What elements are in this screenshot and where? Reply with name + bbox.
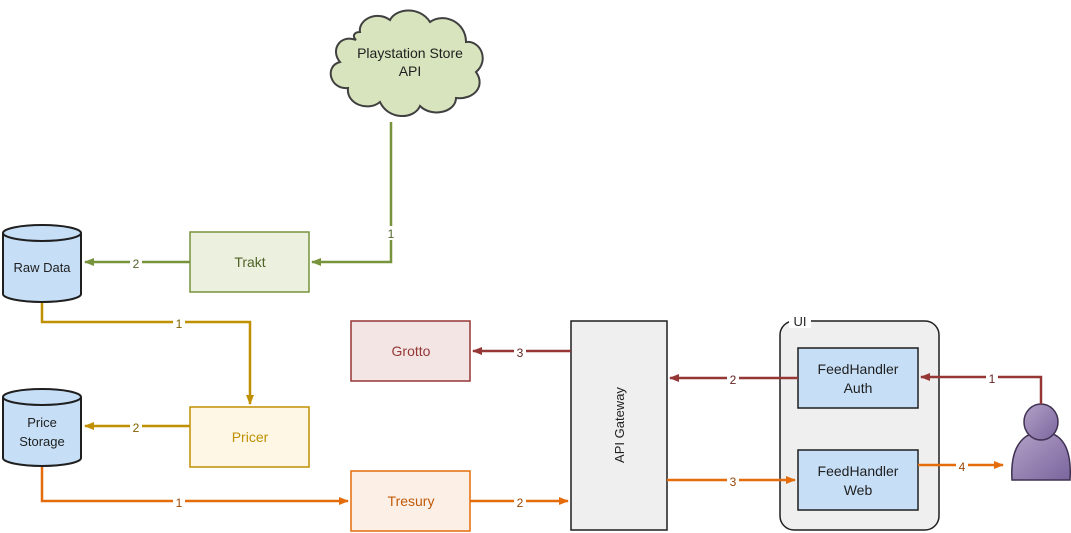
edge-label: 1 <box>388 227 395 241</box>
feedhandler-web-box[interactable]: FeedHandler Web <box>797 449 919 511</box>
playstation-store-api-cloud[interactable]: Playstation Store API <box>329 9 484 117</box>
edge-user-to-auth: 1 <box>920 371 1043 404</box>
edge-pricestorage-to-tresury: 1 <box>40 467 349 510</box>
pricer-box[interactable]: Pricer <box>189 406 310 468</box>
feedhandler-web-label-line2: Web <box>844 482 873 498</box>
edge-label: 2 <box>133 257 140 271</box>
price-storage-label-line2: Storage <box>19 434 65 449</box>
price-storage-cylinder-body <box>2 397 82 467</box>
edge-label: 2 <box>730 373 737 387</box>
edge-label: 4 <box>959 460 966 474</box>
trakt-label: Trakt <box>234 254 265 270</box>
raw-data-cylinder-body <box>2 233 82 303</box>
user-head <box>1023 403 1059 441</box>
edge-label-bg <box>727 372 739 386</box>
edge-label-bg <box>173 316 185 330</box>
edge-line <box>311 122 393 266</box>
price-storage-database[interactable]: Price Storage <box>2 388 82 467</box>
edge-label: 2 <box>133 421 140 435</box>
edge-label: 2 <box>517 496 524 510</box>
pricer-rect <box>189 406 310 468</box>
feedhandler-auth-label-line2: Auth <box>844 380 873 396</box>
edge-line <box>40 467 349 505</box>
cloud-label-line1: Playstation Store <box>357 45 463 61</box>
price-storage-label-line1: Price <box>27 415 57 430</box>
feedhandler-auth-rect <box>797 347 919 409</box>
edge-line <box>40 303 254 405</box>
edge-label-bg <box>514 345 526 359</box>
api-gateway-rect <box>570 320 668 531</box>
raw-data-database[interactable]: Raw Data <box>2 224 82 303</box>
grotto-label: Grotto <box>392 343 431 359</box>
cloud-label-line2: API <box>399 63 422 79</box>
api-gateway-label: API Gateway <box>612 387 627 463</box>
edge-web-to-user: 4 <box>918 459 1004 474</box>
grotto-rect <box>350 320 471 382</box>
edge-label: 3 <box>517 346 524 360</box>
edge-label: 1 <box>176 317 183 331</box>
tresury-label: Tresury <box>388 493 435 509</box>
trakt-rect <box>189 231 310 293</box>
edge-gateway-to-grotto: 3 <box>472 345 571 360</box>
edge-label-bg <box>173 495 185 509</box>
tresury-box[interactable]: Tresury <box>350 470 471 532</box>
feedhandler-web-label-line1: FeedHandler <box>818 463 899 479</box>
edge-label-bg <box>727 474 739 488</box>
edge-gateway-to-web: 3 <box>667 474 796 489</box>
edge-label: 1 <box>989 372 996 386</box>
pricer-label: Pricer <box>232 429 269 445</box>
edge-trakt-to-rawdata: 2 <box>84 256 190 271</box>
edge-pricer-to-pricestorage: 2 <box>84 420 190 435</box>
grotto-box[interactable]: Grotto <box>350 320 471 382</box>
edge-line <box>920 373 1043 404</box>
edge-label-bg <box>956 459 968 473</box>
edge-rawdata-to-pricer: 1 <box>40 303 254 405</box>
edge-label-bg <box>130 256 142 270</box>
feedhandler-web-rect <box>797 449 919 511</box>
ui-group-label: UI <box>794 314 807 329</box>
edge-label-bg <box>514 495 526 509</box>
edge-label-bg <box>130 420 142 434</box>
api-gateway-box[interactable]: API Gateway <box>570 320 668 531</box>
edge-tresury-to-gateway: 2 <box>470 495 569 510</box>
feedhandler-auth-box[interactable]: FeedHandler Auth <box>797 347 919 409</box>
edge-label: 3 <box>730 475 737 489</box>
edge-label-bg <box>385 226 397 240</box>
edge-label-bg <box>986 371 998 385</box>
raw-data-cylinder-top <box>2 224 82 242</box>
user-icon[interactable] <box>1011 403 1071 481</box>
edge-auth-to-gateway: 2 <box>669 372 798 387</box>
trakt-box[interactable]: Trakt <box>189 231 310 293</box>
cloud-shape <box>329 9 484 117</box>
price-storage-cylinder-top <box>2 388 82 406</box>
raw-data-label: Raw Data <box>13 260 71 275</box>
ui-group-label-bg <box>789 314 811 328</box>
feedhandler-auth-label-line1: FeedHandler <box>818 361 899 377</box>
edge-label: 1 <box>176 496 183 510</box>
edge-cloud-to-trakt: 1 <box>311 122 397 266</box>
